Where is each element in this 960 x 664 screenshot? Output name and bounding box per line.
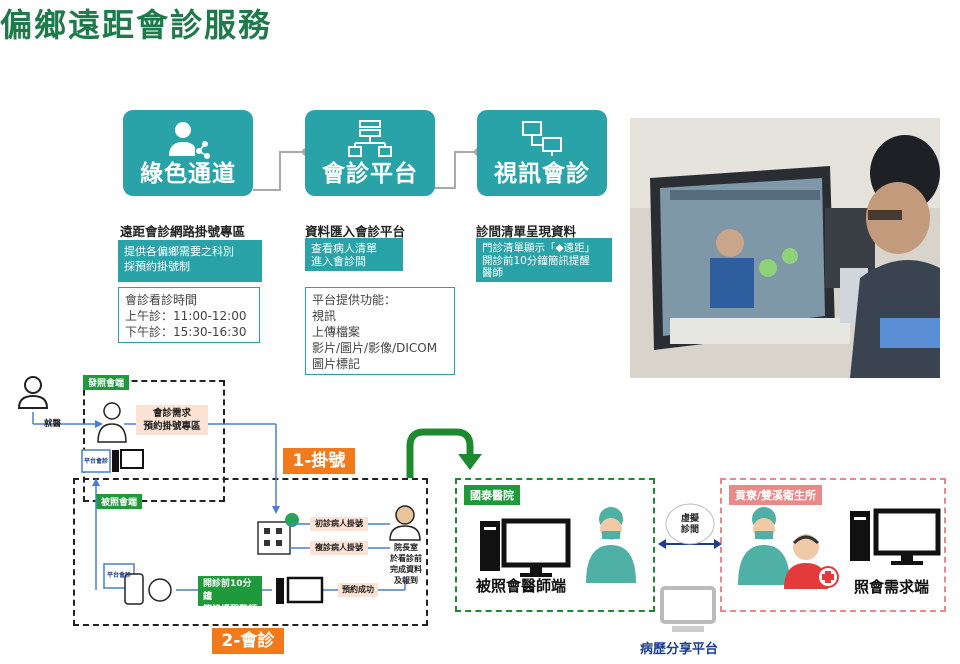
step2-tag: 2-會診 bbox=[212, 628, 284, 654]
dean-office-note: 院長室 於看診前 完成資料 及報到 bbox=[384, 542, 428, 586]
virtual-clinic-label: 虛擬 診間 bbox=[676, 514, 704, 536]
first-visit-reg: 初診病人掛號 bbox=[310, 517, 368, 531]
platform-screen-bottom: 平台會診 bbox=[106, 570, 132, 581]
clinic-tag: 貢寮/雙溪衛生所 bbox=[729, 485, 822, 505]
clinic-label: 照會需求端 bbox=[854, 576, 929, 597]
hospital-tag: 國泰醫院 bbox=[464, 485, 520, 505]
return-visit-reg: 複診病人掛號 bbox=[310, 541, 368, 555]
hospital-scene bbox=[478, 505, 648, 583]
request-box: 會診需求 預約掛號專區 bbox=[136, 405, 208, 435]
platform-screen-top: 平台會診 bbox=[84, 456, 108, 467]
record-share-label: 病歷分享平台 bbox=[640, 638, 718, 657]
hospital-label: 被照會醫師端 bbox=[476, 575, 566, 596]
booking-success: 預約成功 bbox=[338, 583, 378, 597]
step1-tag: 1-掛號 bbox=[283, 448, 355, 474]
reminder-box: 開診前10分鐘 簡訊提醒醫師 bbox=[198, 576, 262, 606]
visit-label: 就醫 bbox=[44, 419, 61, 430]
